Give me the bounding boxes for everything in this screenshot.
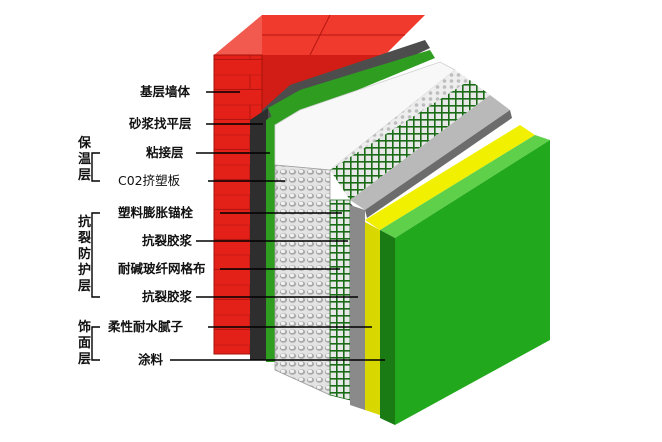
label-anchor-bolt: 塑料膨胀锚栓 (118, 205, 194, 220)
group-labels: 保 温 层 抗 裂 防 护 层 饰 面 层 (77, 135, 92, 367)
label-xps-board: C02挤塑板 (118, 173, 181, 188)
group-finish-char: 面 (78, 336, 91, 351)
layer-flexible-putty (365, 125, 535, 415)
group-anti-crack-char: 层 (78, 279, 91, 294)
group-anti-crack-char: 裂 (77, 230, 92, 246)
group-brackets (91, 152, 100, 361)
group-anti-crack-char: 护 (78, 262, 91, 278)
label-flexible-putty: 柔性耐水腻子 (107, 319, 184, 334)
label-bonding-layer: 粘接层 (146, 145, 184, 160)
label-base-wall: 基层墙体 (139, 84, 191, 99)
label-anti-crack-mortar-1: 抗裂胶浆 (142, 233, 193, 248)
label-paint: 涂料 (138, 352, 164, 367)
label-alkali-resistant-mesh: 耐碱玻纤网格布 (118, 261, 206, 276)
label-anti-crack-mortar-2: 抗裂胶浆 (142, 289, 193, 304)
group-finish-char: 层 (78, 352, 91, 367)
layer-alkali-resistant-mesh (329, 80, 490, 401)
layer-paint (380, 135, 550, 425)
group-finish-char: 饰 (78, 319, 91, 335)
group-anti-crack-char: 防 (78, 246, 91, 262)
label-leveling-mortar: 砂浆找平层 (128, 116, 192, 131)
group-insulation-char: 层 (78, 168, 91, 183)
group-anti-crack-char: 抗 (78, 214, 91, 230)
layer-anti-crack-mortar (350, 95, 512, 410)
group-insulation-char: 保 (77, 135, 92, 151)
leader-lines (170, 91, 385, 361)
layer-labels: 基层墙体 砂浆找平层 粘接层 C02挤塑板 塑料膨胀锚栓 抗裂胶浆 耐碱玻纤网格… (107, 84, 206, 367)
group-insulation-char: 温 (78, 152, 91, 167)
